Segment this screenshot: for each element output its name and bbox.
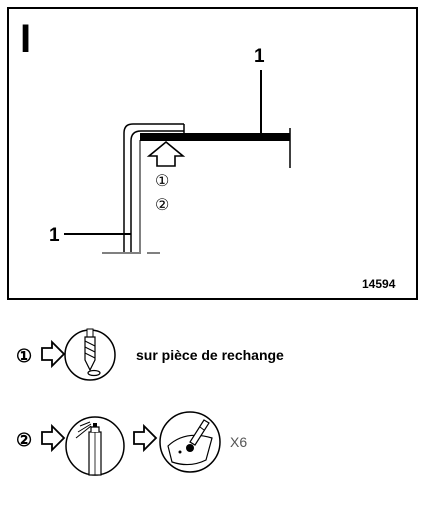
drill-bit-icon — [64, 328, 116, 381]
callout-label-left: 1 — [49, 225, 60, 246]
spray-can-icon — [65, 416, 125, 476]
legend-arrow-right-icon-1 — [41, 339, 66, 369]
arrow-up-icon — [146, 140, 186, 167]
step-one-marker: ① — [155, 173, 169, 190]
legend-step-two: ② — [16, 430, 32, 450]
replacement-section-bar — [140, 133, 290, 141]
roman-numeral-label: I — [20, 17, 31, 61]
legend-step-one: ① — [16, 346, 32, 366]
inner-panel-profile — [130, 130, 184, 252]
legend-text-spare-part: sur pièce de rechange — [136, 347, 284, 363]
panel-frame — [7, 7, 418, 300]
step-two-marker: ② — [155, 197, 169, 214]
legend-arrow-right-icon-2 — [41, 423, 66, 453]
outer-panel-profile — [123, 123, 184, 252]
applicator-brush-icon — [159, 411, 221, 473]
callout-label-top: 1 — [254, 46, 265, 67]
legend-arrow-right-icon-3 — [133, 423, 158, 453]
legend-multiplier: X6 — [230, 434, 247, 450]
figure-number: 14594 — [362, 277, 396, 291]
